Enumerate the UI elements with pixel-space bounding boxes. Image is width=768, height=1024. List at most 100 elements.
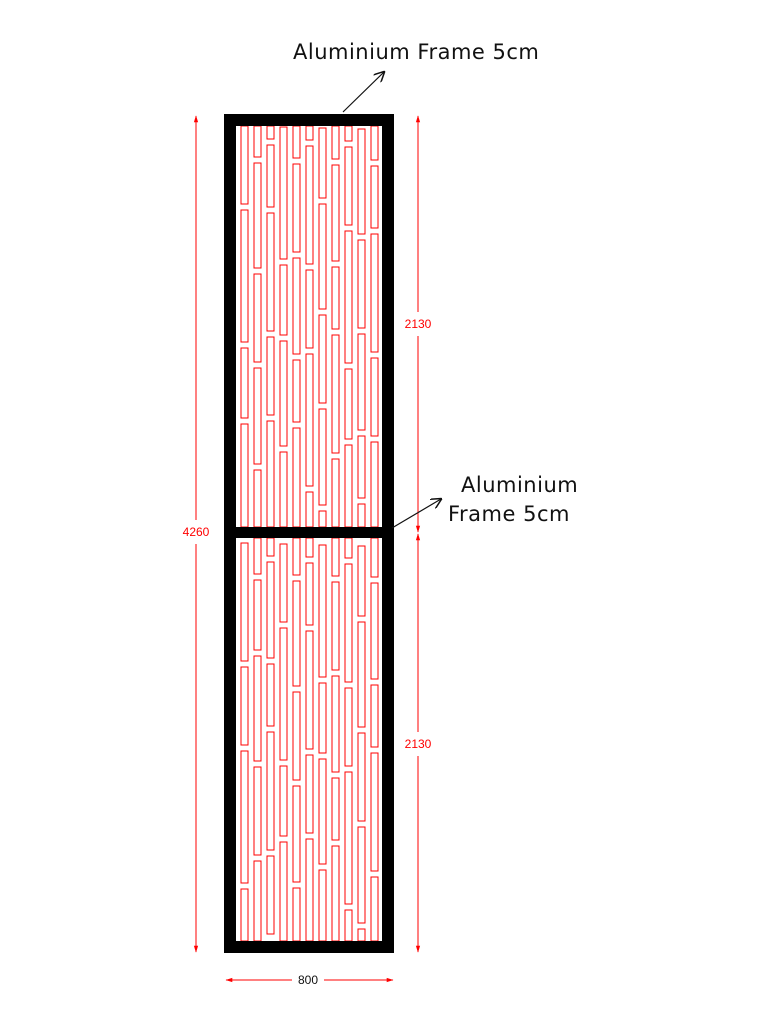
pattern-slot [253,579,262,651]
pattern-slot [253,860,262,942]
middle-frame-label-line1: Aluminium [461,473,578,497]
pattern-slot [240,347,249,419]
middle-frame-leader-arrow [391,499,441,529]
frame-top-rail [224,114,394,126]
pattern-slot [292,163,301,253]
pattern-slot [253,766,262,856]
top-frame-leader-arrow [342,72,384,113]
pattern-slot [318,314,327,404]
pattern-slot [266,731,275,851]
pattern-slot [279,627,288,761]
pattern-slot [253,367,262,465]
pattern-slot [370,441,379,528]
pattern-slot [305,630,314,750]
pattern-slot [279,765,288,837]
pattern-slot [240,750,249,884]
pattern-slot [305,754,314,834]
top-frame-label: Aluminium Frame 5cm [293,40,539,64]
pattern-slot [357,128,366,235]
pattern-slot [344,563,353,683]
pattern-slot [331,777,340,841]
dimension-upper-panel-value: 2130 [405,317,432,331]
pattern-slot [370,165,379,229]
pattern-slot [292,427,301,528]
dimension-width: 800 [225,973,394,987]
dimension-lower-panel-value: 2130 [405,737,432,751]
pattern-slot [331,334,340,454]
pattern-slot [266,125,275,140]
pattern-slot [279,451,288,528]
pattern-slot [240,666,249,746]
pattern-slot [370,537,379,578]
pattern-slot [253,273,262,363]
pattern-slot [266,663,275,727]
dimension-total-height: 4260 [183,115,210,953]
pattern-slot [344,146,353,226]
pattern-slot [344,368,353,440]
pattern-slot [266,537,275,557]
pattern-slot [253,537,262,575]
pattern-slot [279,264,288,336]
pattern-slot [357,435,366,499]
pattern-slot [279,126,288,260]
pattern-slot [266,336,275,416]
aluminium-frame [224,114,394,953]
pattern-slot [305,269,314,349]
pattern-slot [344,444,353,528]
pattern-slot [370,233,379,353]
pattern-slot [357,621,366,728]
pattern-slot [331,458,340,528]
pattern-slot [318,127,327,199]
dimension-upper-panel: 2130 [405,115,432,533]
pattern-slot [279,543,288,623]
pattern-slot [370,357,379,437]
pattern-slot [292,691,301,781]
pattern-slot [331,125,340,160]
pattern-slot [305,491,314,528]
dimension-width-value: 800 [298,973,318,987]
pattern-slot [253,655,262,762]
pattern-slot [253,469,262,528]
pattern-slot [370,684,379,748]
pattern-slot [240,209,249,343]
pattern-slot [318,408,327,506]
pattern-slot [331,164,340,262]
dimension-total-height-value: 4260 [183,525,210,539]
pattern-slot [292,125,301,159]
pattern-slot [318,203,327,310]
lower-panel-slot-pattern [240,537,379,942]
pattern-slot [370,125,379,161]
dimension-lower-panel: 2130 [405,533,432,953]
pattern-slot [331,537,340,577]
pattern-slot [344,537,353,559]
frame-bottom-rail [224,941,394,953]
pattern-slot [344,125,353,142]
pattern-slot [266,561,275,659]
pattern-slot [253,162,262,269]
pattern-slot [279,841,288,942]
pattern-slot [344,687,353,767]
pattern-slot [266,212,275,332]
pattern-slot [357,732,366,822]
pattern-slot [253,125,262,158]
pattern-slot [344,771,353,905]
pattern-slot [240,888,249,942]
pattern-slot [357,239,366,329]
pattern-slot [331,266,340,330]
pattern-slot [305,562,314,626]
pattern-slot [266,144,275,208]
pattern-slot [318,510,327,528]
pattern-slot [318,544,327,678]
pattern-slot [266,420,275,528]
pattern-slot [240,125,249,205]
pattern-slot [292,580,301,687]
pattern-slot [305,125,314,141]
pattern-slot [370,752,379,872]
pattern-slot [331,581,340,671]
pattern-slot [344,230,353,364]
pattern-slot [318,682,327,754]
pattern-slot [266,855,275,935]
pattern-slot [305,537,314,558]
pattern-slot [292,887,301,942]
